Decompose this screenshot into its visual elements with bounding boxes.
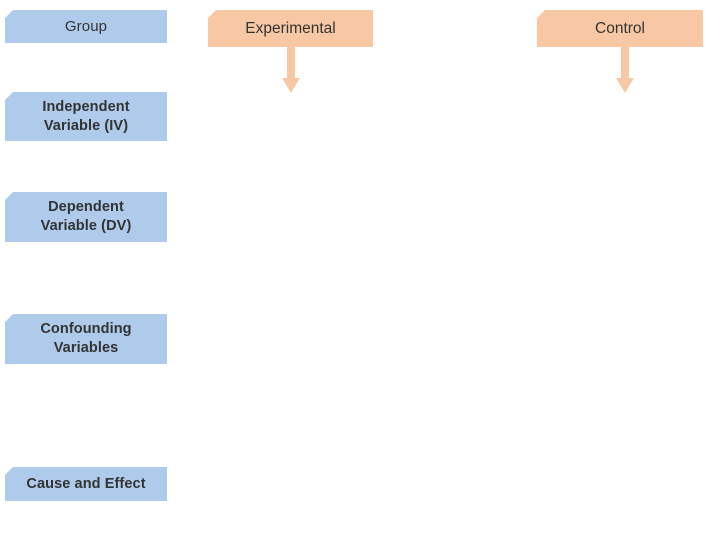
group-label: Group <box>5 10 167 43</box>
experimental-header-text: Experimental <box>245 19 336 37</box>
confounding-variables-label: Confounding Variables <box>5 314 167 364</box>
control-header: Control <box>537 10 703 47</box>
confounding-variables-text: Confounding Variables <box>40 321 132 356</box>
cause-and-effect-text: Cause and Effect <box>26 475 146 492</box>
independent-variable-text: Independent Variable (IV) <box>42 98 130 134</box>
cause-and-effect-label: Cause and Effect <box>5 467 167 501</box>
experimental-down-arrow-icon <box>282 47 300 95</box>
dependent-variable-label: Dependent Variable (DV) <box>5 192 167 242</box>
dependent-variable-text: Dependent Variable (DV) <box>40 199 132 234</box>
control-down-arrow-icon <box>616 47 634 95</box>
experimental-header: Experimental <box>208 10 373 47</box>
control-header-text: Control <box>595 19 645 37</box>
group-label-text: Group <box>64 18 108 35</box>
independent-variable-label: Independent Variable (IV) <box>5 92 167 141</box>
